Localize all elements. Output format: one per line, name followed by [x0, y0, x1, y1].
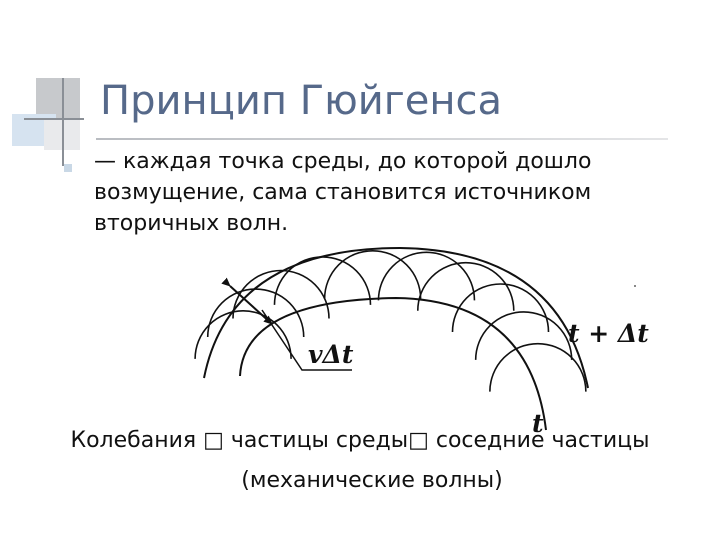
label-v-delta-t: vΔt [308, 340, 354, 369]
wavelet-arc [194, 310, 292, 359]
slide-title: Принцип Гюйгенса [100, 78, 503, 124]
bullet-marker [64, 164, 72, 172]
wavelet-arc [273, 256, 372, 305]
label-t-plus-delta-t: t + Δt [568, 319, 649, 348]
wavefront-inner [239, 296, 547, 431]
stray-dot [634, 285, 636, 287]
wavelet-arc [416, 262, 515, 311]
wavefront-outer [203, 246, 589, 389]
title-underline [96, 138, 668, 140]
wavelet-arc [323, 250, 422, 299]
secondary-wavelets [194, 250, 587, 392]
label-t: t [532, 409, 544, 438]
displacement-arrow [221, 277, 273, 325]
caption-line-1: Колебания □ частицы среды□ соседние част… [70, 428, 650, 453]
label-leader [261, 309, 352, 371]
wavelet-arc [474, 311, 573, 360]
decor-vertical-line [62, 78, 64, 166]
caption-line-2: (механические волны) [241, 468, 503, 493]
wavelet-arc [451, 283, 550, 333]
wavelet-arc [377, 251, 476, 301]
definition-text: — каждая точка среды, до которой дошло в… [94, 149, 592, 236]
wavelet-arc [489, 342, 587, 392]
decor-horizontal-line [24, 118, 84, 120]
